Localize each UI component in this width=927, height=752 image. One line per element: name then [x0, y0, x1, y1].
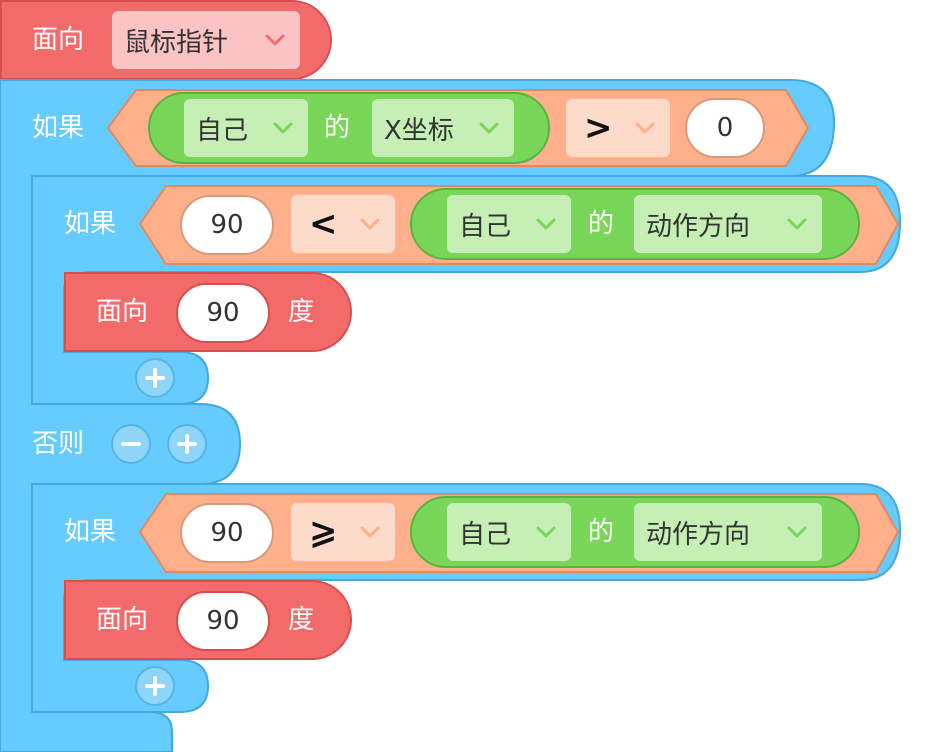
face-label: 面向: [96, 605, 149, 635]
number-input[interactable]: 90: [180, 195, 274, 255]
of-label: 的: [324, 113, 351, 143]
degrees-unit: 度: [288, 297, 315, 327]
chevron-down-icon: [360, 218, 380, 230]
plus-icon: [145, 368, 165, 388]
if-keyword: 如果: [64, 209, 117, 239]
object-dropdown[interactable]: 自己: [447, 195, 571, 253]
property-dropdown[interactable]: 动作方向: [634, 195, 822, 253]
chevron-down-icon: [360, 526, 380, 538]
chevron-down-icon: [536, 218, 556, 230]
property-dropdown[interactable]: 动作方向: [634, 503, 822, 561]
degrees-unit: 度: [288, 605, 315, 635]
chevron-down-icon: [265, 34, 285, 46]
if-keyword: 如果: [64, 517, 117, 547]
of-label: 的: [588, 209, 615, 239]
degrees-input[interactable]: 90: [176, 283, 270, 343]
plus-icon: [177, 434, 197, 454]
plus-icon: [145, 676, 165, 696]
add-branch-button[interactable]: [167, 424, 207, 464]
chevron-down-icon: [273, 122, 293, 134]
face-label: 面向: [96, 297, 149, 327]
number-input[interactable]: 0: [685, 98, 765, 158]
chevron-down-icon: [787, 526, 807, 538]
object-dropdown[interactable]: 自己: [447, 503, 571, 561]
else-keyword: 否则: [32, 429, 85, 459]
chevron-down-icon: [787, 218, 807, 230]
remove-branch-button[interactable]: [111, 424, 151, 464]
chevron-down-icon: [635, 122, 655, 134]
operator-dropdown[interactable]: ⩾: [291, 503, 395, 561]
chevron-down-icon: [536, 526, 556, 538]
operator-dropdown[interactable]: <: [291, 195, 395, 253]
property-dropdown[interactable]: X坐标: [372, 99, 514, 157]
minus-icon: [121, 442, 141, 446]
face-target-dropdown[interactable]: 鼠标指针: [112, 11, 300, 69]
of-label: 的: [588, 517, 615, 547]
operator-dropdown[interactable]: >: [566, 99, 670, 157]
chevron-down-icon: [479, 122, 499, 134]
face-toward-label: 面向: [32, 25, 85, 55]
object-dropdown[interactable]: 自己: [184, 99, 308, 157]
add-branch-button[interactable]: [135, 666, 175, 706]
add-branch-button[interactable]: [135, 358, 175, 398]
if-keyword: 如果: [32, 113, 85, 143]
degrees-input[interactable]: 90: [176, 591, 270, 651]
number-input[interactable]: 90: [180, 503, 274, 563]
